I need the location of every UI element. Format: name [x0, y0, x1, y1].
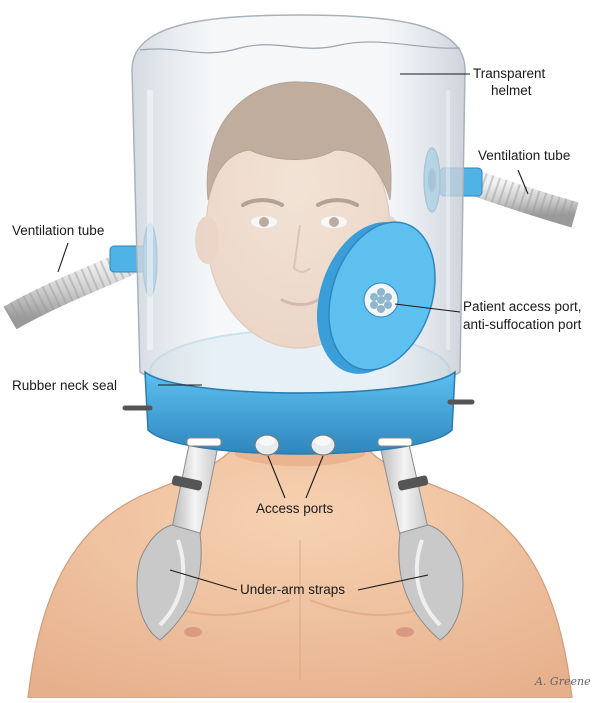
label-ventilation-tube-right: Ventilation tube: [478, 147, 570, 164]
label-transparent-helmet-line2: helmet: [491, 82, 532, 99]
label-ventilation-tube-left: Ventilation tube: [12, 222, 104, 239]
label-rubber-neck-seal: Rubber neck seal: [12, 377, 117, 394]
label-patient-access-port-line1: Patient access port,: [463, 298, 582, 315]
nipple-right: [396, 627, 414, 637]
label-transparent-helmet-line1: Transparent: [473, 65, 545, 82]
label-under-arm-straps: Under-arm straps: [240, 581, 345, 598]
label-access-ports: Access ports: [256, 500, 333, 517]
nipple-left: [184, 627, 202, 637]
port-vent-holes: [364, 283, 398, 317]
label-patient-access-port-line2: anti-suffocation port: [463, 316, 581, 333]
artist-signature: A. Greene: [535, 675, 591, 688]
